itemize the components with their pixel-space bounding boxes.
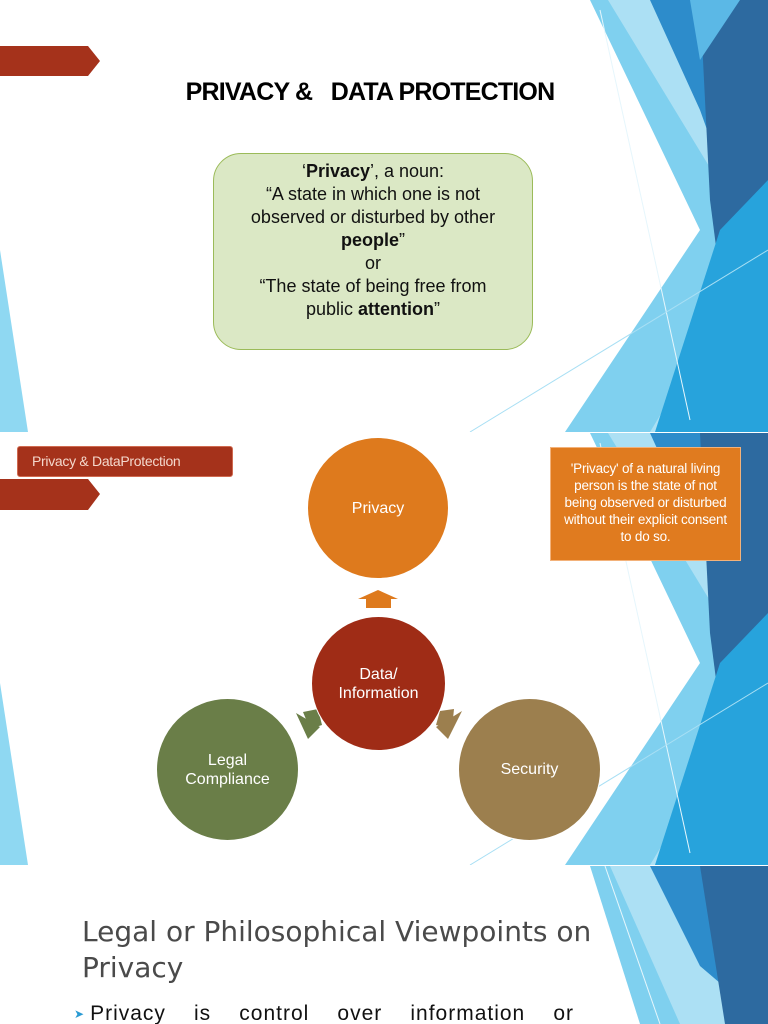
slide-title: Legal or Philosophical Viewpoints on Pri… (82, 915, 592, 984)
legal-compliance-circle: Legal Compliance (156, 698, 299, 841)
section-label: Privacy & DataProtection (17, 446, 233, 477)
definition-term: Privacy (305, 161, 370, 181)
bullet-item: ➤ Privacy is control over information or (74, 1002, 574, 1024)
definition-line: “The state of being free from (259, 276, 487, 296)
definition-line: people” (340, 230, 405, 250)
definition-line: public attention” (305, 299, 441, 319)
slide-privacy-definition: PRIVACY & DATA PROTECTION ‘Privacy’, a n… (0, 0, 768, 432)
arrow-up-icon (358, 590, 398, 608)
accent-tab (0, 479, 100, 510)
arrow-down-right-icon (436, 709, 462, 739)
definition-line: “A state in which one is not (265, 184, 481, 204)
definition-term-line: ‘Privacy’, a noun: (301, 161, 445, 181)
definition-connector: or (364, 253, 381, 273)
slide-viewpoints: Legal or Philosophical Viewpoints on Pri… (0, 866, 768, 1024)
slide-privacy-diagram: Privacy & DataProtection Privacy Data/ I… (0, 433, 768, 865)
arrow-down-left-icon (296, 709, 322, 739)
definition-box: ‘Privacy’, a noun: “A state in which one… (213, 153, 533, 350)
blue-facet-decoration (590, 866, 768, 1024)
accent-tab (0, 46, 100, 76)
privacy-note-box: 'Privacy' of a natural living person is … (550, 447, 741, 561)
data-information-circle: Data/ Information (311, 616, 446, 751)
bullet-arrow-icon: ➤ (74, 1007, 85, 1021)
security-circle: Security (458, 698, 601, 841)
slide-title: PRIVACY & DATA PROTECTION (185, 78, 556, 106)
privacy-circle: Privacy (307, 437, 449, 579)
definition-line: observed or disturbed by other (250, 207, 496, 227)
blue-facet-decoration (0, 0, 768, 432)
